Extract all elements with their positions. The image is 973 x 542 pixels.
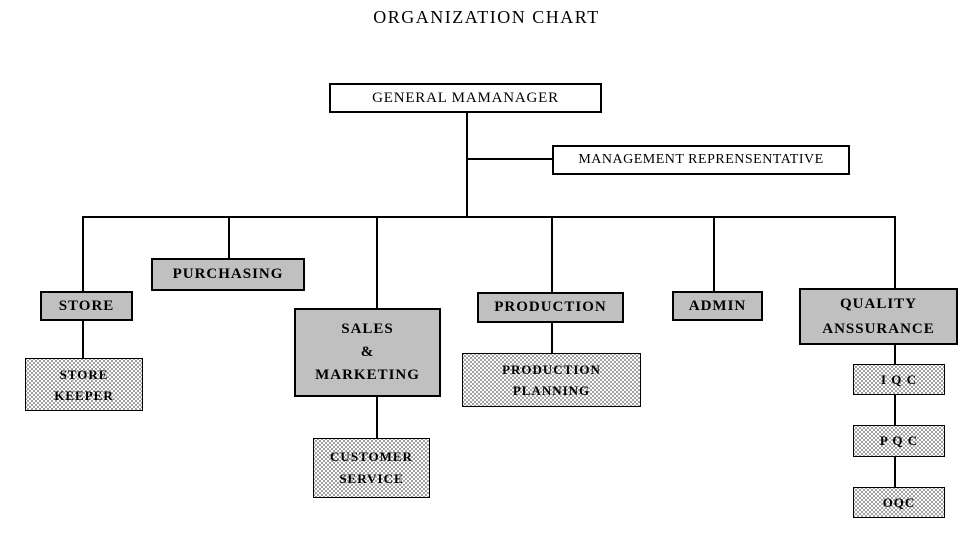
node-sales-marketing-line3: MARKETING xyxy=(315,367,420,383)
node-sales-marketing-line2: & xyxy=(360,344,375,360)
node-customer-service-line1: CUSTOMER xyxy=(330,449,413,464)
node-purchasing-label: PURCHASING xyxy=(172,266,284,282)
node-production-label: PRODUCTION xyxy=(494,299,607,315)
node-iqc-label: I Q C xyxy=(880,371,918,387)
node-admin-label: ADMIN xyxy=(688,297,747,314)
node-admin: ADMIN xyxy=(672,291,763,321)
connector-gm-vertical xyxy=(466,112,468,217)
node-sales-marketing-line1: SALES xyxy=(341,321,394,337)
connector-pqc-oqc xyxy=(894,457,896,487)
node-production: PRODUCTION xyxy=(477,292,624,323)
node-oqc: OQC xyxy=(853,487,945,518)
node-management-representative-label: MANAGEMENT REPRENSENTATIVE xyxy=(578,152,824,167)
node-store-keeper-line1: STORE xyxy=(59,366,109,382)
node-store-keeper-line2: KEEPER xyxy=(54,387,114,403)
connector-bus xyxy=(82,216,896,218)
connector-drop-store xyxy=(82,216,84,291)
node-general-manager: GENERAL MAMANAGER xyxy=(329,83,602,113)
node-store-label: STORE xyxy=(58,297,115,314)
node-production-planning-line2: PLANNING xyxy=(512,383,591,398)
connector-drop-quality xyxy=(894,216,896,288)
connector-quality-iqc xyxy=(894,345,896,364)
connector-drop-admin xyxy=(713,216,715,291)
connector-drop-purchasing xyxy=(228,216,230,259)
node-quality-assurance-line2: ANSSURANCE xyxy=(822,320,935,337)
connector-store-storekeeper xyxy=(82,321,84,358)
node-quality-assurance: QUALITY ANSSURANCE xyxy=(799,288,958,345)
node-purchasing: PURCHASING xyxy=(151,258,305,291)
node-iqc: I Q C xyxy=(853,364,945,395)
connector-drop-production xyxy=(551,216,553,292)
node-pqc-label: P Q C xyxy=(879,433,919,448)
node-pqc: P Q C xyxy=(853,425,945,457)
node-oqc-label: OQC xyxy=(882,494,916,510)
node-store: STORE xyxy=(40,291,133,321)
node-customer-service-line2: SERVICE xyxy=(339,471,404,486)
node-management-representative: MANAGEMENT REPRENSENTATIVE xyxy=(552,145,850,175)
connector-gm-mgmtrep xyxy=(468,158,552,160)
connector-iqc-pqc xyxy=(894,394,896,425)
node-quality-assurance-line1: QUALITY xyxy=(839,295,917,312)
connector-production-planning xyxy=(551,322,553,353)
node-sales-marketing: SALES & MARKETING xyxy=(294,308,441,397)
connector-sales-customerservice xyxy=(376,397,378,438)
node-production-planning-line1: PRODUCTION xyxy=(502,362,601,377)
node-general-manager-label: GENERAL MAMANAGER xyxy=(372,89,559,106)
connector-drop-sales xyxy=(376,216,378,308)
node-production-planning: PRODUCTION PLANNING xyxy=(462,353,641,407)
chart-title: ORGANIZATION CHART xyxy=(373,7,600,27)
node-customer-service: CUSTOMER SERVICE xyxy=(313,438,430,498)
node-store-keeper: STORE KEEPER xyxy=(25,358,143,411)
